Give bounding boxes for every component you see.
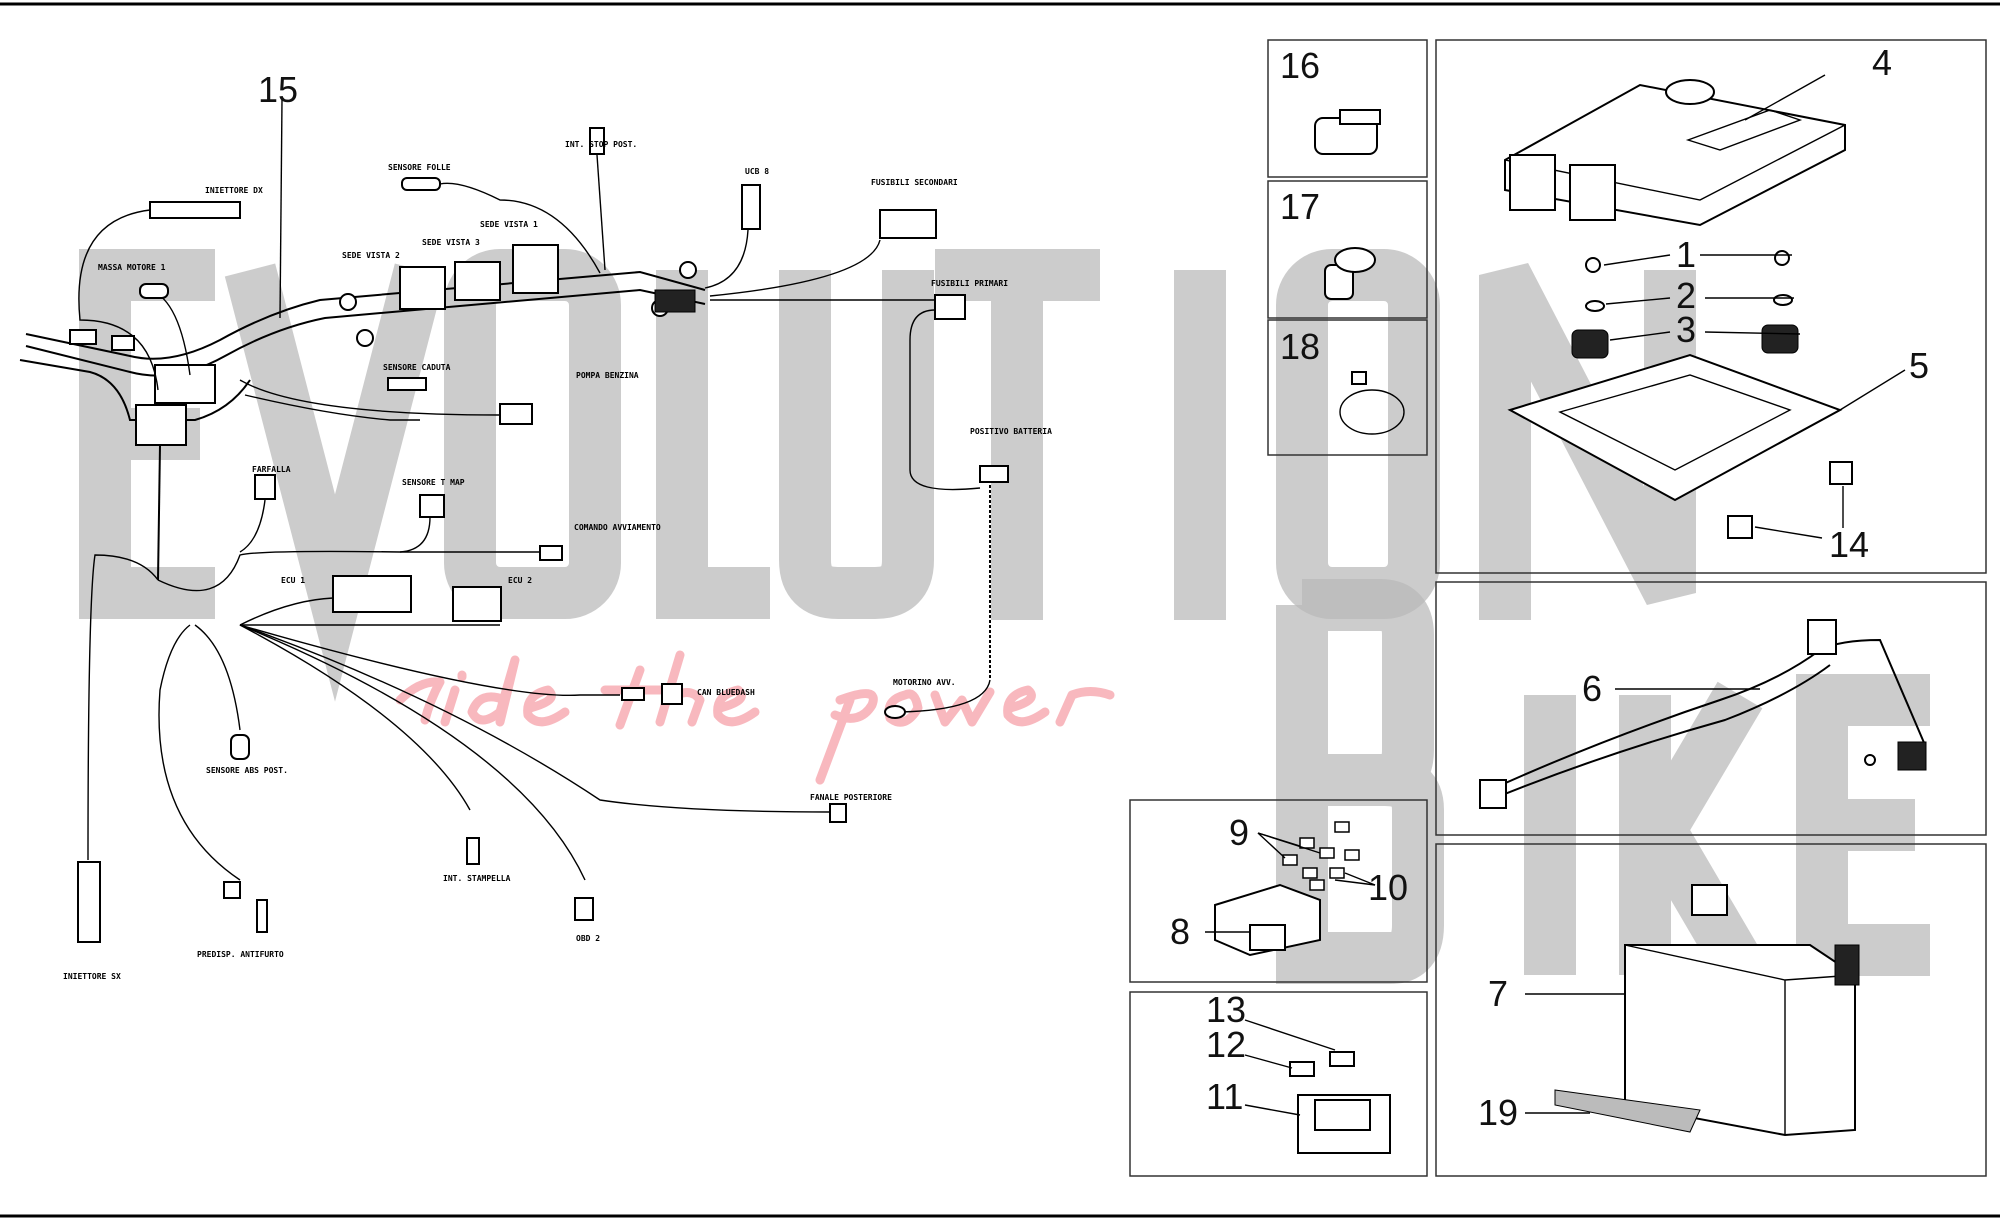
label-pompa-benzina: POMPA BENZINA — [576, 371, 639, 380]
label-massa-motore: MASSA MOTORE 1 — [98, 263, 166, 272]
watermark-tagline — [395, 650, 1115, 785]
callout-6: 6 — [1582, 668, 1602, 709]
callout-15: 15 — [258, 69, 298, 110]
callout-12: 12 — [1206, 1024, 1246, 1065]
part-1-screws — [1585, 250, 1792, 273]
watermark-letter-t — [935, 249, 1100, 620]
watermark-letter-o2 — [1276, 249, 1440, 619]
callout-19: 19 — [1478, 1092, 1518, 1133]
callout-2: 2 — [1676, 275, 1696, 316]
label-can-bluedash: CAN BLUEDASH — [697, 688, 755, 697]
panel-18 — [1267, 319, 1428, 456]
watermark-letter-o — [444, 249, 621, 619]
label-iniettore-sx: INIETTORE SX — [63, 972, 121, 981]
callout-18: 18 — [1280, 326, 1320, 367]
watermark-letter-l — [656, 270, 770, 619]
callout-4: 4 — [1872, 42, 1892, 83]
callout-7: 7 — [1488, 973, 1508, 1014]
label-int-stampella: INT. STAMPELLA — [443, 874, 511, 883]
part-11-12-13-relay — [1244, 1019, 1391, 1154]
callout-13: 13 — [1206, 989, 1246, 1030]
panel-battery — [1435, 843, 1987, 1177]
label-farfalla: FARFALLA — [252, 465, 291, 474]
label-predisp-antifurto: PREDISP. ANTIFURTO — [197, 950, 284, 959]
label-ecu-1: ECU 1 — [281, 576, 305, 585]
label-obd-2: OBD 2 — [576, 934, 600, 943]
part-5-bracket — [1507, 353, 1906, 502]
harness-labels: INIETTORE DX MASSA MOTORE 1 SENSORE FOLL… — [63, 140, 1052, 981]
part-6-cable — [1479, 619, 1927, 809]
panel-16 — [1267, 39, 1428, 178]
label-sede-vista-3: SEDE VISTA 3 — [422, 238, 480, 247]
callout-11: 11 — [1206, 1076, 1243, 1117]
label-fusibili-secondari: FUSIBILI SECONDARI — [871, 178, 958, 187]
watermark-letter-e2 — [1796, 674, 1930, 976]
callout-17: 17 — [1280, 186, 1320, 227]
label-comando-avviamento: COMANDO AVVIAMENTO — [574, 523, 661, 532]
panel-relay — [1129, 991, 1428, 1177]
callout-8: 8 — [1170, 911, 1190, 952]
callout-numbers: 15 16 17 18 4 1 2 3 5 14 6 9 10 8 13 12 … — [258, 42, 1929, 1133]
part-4-ecu — [1504, 79, 1846, 227]
callout-9: 9 — [1229, 812, 1249, 853]
part-18-clip — [1339, 371, 1405, 435]
part-17-grommet — [1324, 247, 1376, 300]
part-16-connector — [1314, 109, 1381, 155]
callout-5: 5 — [1909, 345, 1929, 386]
label-fanale-posteriore: FANALE POSTERIORE — [810, 793, 892, 802]
label-sensore-t-map: SENSORE T MAP — [402, 478, 465, 487]
panel-ecu — [1435, 39, 1987, 574]
part-8-9-10-fuses — [1205, 821, 1376, 957]
main-harness — [19, 127, 1009, 943]
part-2-washers — [1585, 294, 1794, 312]
callout-10: 10 — [1368, 867, 1408, 908]
label-ucb: UCB 8 — [745, 167, 769, 176]
part-14-clips — [1727, 461, 1853, 539]
label-positivo-batteria: POSITIVO BATTERIA — [970, 427, 1052, 436]
panel-17 — [1267, 180, 1428, 319]
label-int-stop-post: INT. STOP POST. — [565, 140, 637, 149]
label-ecu-2: ECU 2 — [508, 576, 532, 585]
callout-1: 1 — [1676, 234, 1696, 275]
label-sensore-abs-post: SENSORE ABS POST. — [206, 766, 288, 775]
part-19-strip — [1525, 1089, 1701, 1133]
part-7-battery — [1525, 884, 1860, 1137]
watermark-letter-v — [224, 263, 446, 702]
label-sede-vista-2: SEDE VISTA 2 — [342, 251, 400, 260]
watermark-letter-b — [1276, 579, 1444, 984]
watermark-letter-u — [779, 270, 934, 619]
label-sensore-folle: SENSORE FOLLE — [388, 163, 451, 172]
label-motorino-avv: MOTORINO AVV. — [893, 678, 956, 687]
label-sensore-caduta: SENSORE CADUTA — [383, 363, 451, 372]
label-iniettore-dx: INIETTORE DX — [205, 186, 263, 195]
label-fusibili-primari: FUSIBILI PRIMARI — [931, 279, 1008, 288]
callout-3: 3 — [1676, 309, 1696, 350]
panel-fuses — [1129, 799, 1428, 983]
callout-16: 16 — [1280, 45, 1320, 86]
label-sede-vista-1: SEDE VISTA 1 — [480, 220, 538, 229]
panel-6 — [1435, 581, 1987, 836]
callout-14: 14 — [1829, 524, 1869, 565]
